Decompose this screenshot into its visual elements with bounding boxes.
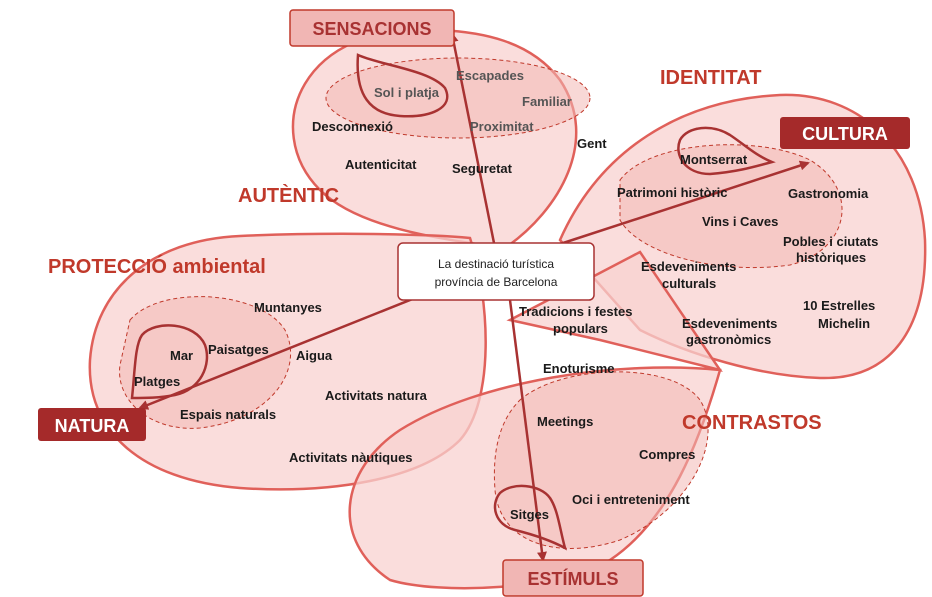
petal-contrastos-wedge xyxy=(506,250,723,373)
label-activitats-natura: Activitats natura xyxy=(325,388,428,403)
label-sitges: Sitges xyxy=(510,507,549,522)
label-oci: Oci i entreteniment xyxy=(572,492,690,507)
axis-tag-natura xyxy=(38,408,146,441)
label-estrelles-1: 10 Estrelles xyxy=(803,298,875,313)
teardrop-sitges xyxy=(493,484,567,551)
arrow-to-estimuls xyxy=(508,299,547,562)
label-paisatges: Paisatges xyxy=(208,342,269,357)
axis-label-natura: NATURA xyxy=(55,416,130,436)
dashed-cluster-estimuls xyxy=(493,371,709,549)
label-esdev-cultural-2: culturals xyxy=(662,276,716,291)
axis-tag-sensacions xyxy=(289,9,455,47)
axis-label-sensacions: SENSACIONS xyxy=(312,19,431,39)
category-autentic: AUTÈNTIC xyxy=(238,184,339,207)
label-familiar: Familiar xyxy=(522,94,572,109)
label-compres: Compres xyxy=(639,447,695,462)
category-proteccio: PROTECCIÓ ambiental xyxy=(48,254,266,278)
label-desconnexio: Desconnexió xyxy=(312,119,393,134)
label-proximitat: Proximitat xyxy=(470,119,534,134)
label-aigua: Aigua xyxy=(296,348,333,363)
label-tradicions-2: populars xyxy=(553,321,608,336)
label-gent: Gent xyxy=(577,136,607,151)
arrow-to-sensacions xyxy=(448,32,497,249)
label-muntanyes: Muntanyes xyxy=(254,300,322,315)
label-pobles-1: Pobles i ciutats xyxy=(783,234,878,249)
category-contrastos: CONTRASTOS xyxy=(682,412,822,434)
label-esdev-gast-2: gastronòmics xyxy=(686,332,771,347)
label-montserrat: Montserrat xyxy=(680,152,748,167)
label-platges: Platges xyxy=(134,374,180,389)
label-seguretat: Seguretat xyxy=(452,161,513,176)
label-patrimoni: Patrimoni històric xyxy=(617,185,728,200)
axis-label-cultura: CULTURA xyxy=(802,124,888,144)
label-sol-i-platja: Sol i platja xyxy=(374,85,440,100)
axis-label-estimuls: ESTÍMULS xyxy=(527,568,618,589)
label-escapades: Escapades xyxy=(456,68,524,83)
label-autenticitat: Autenticitat xyxy=(345,157,417,172)
teardrop-montserrat xyxy=(677,126,776,176)
dashed-cluster-cultura xyxy=(619,144,843,268)
label-tradicions-1: Tradicions i festes xyxy=(519,304,632,319)
category-identitat: IDENTITAT xyxy=(660,67,761,89)
label-enoturisme: Enoturisme xyxy=(543,361,615,376)
axis-tag-estimuls xyxy=(502,559,644,597)
label-esdev-gast-1: Esdeveniments xyxy=(682,316,777,331)
label-activitats-nautiques: Activitats nàutiques xyxy=(289,450,413,465)
label-estrelles-2: Michelin xyxy=(818,316,870,331)
arrow-to-cultura xyxy=(559,160,810,246)
axis-tag-cultura xyxy=(780,117,910,149)
label-mar: Mar xyxy=(170,348,193,363)
label-meetings: Meetings xyxy=(537,414,593,429)
teardrop-sol-i-platja xyxy=(356,53,449,118)
label-vins-i-caves: Vins i Caves xyxy=(702,214,778,229)
center-box xyxy=(397,242,595,301)
label-gastronomia: Gastronomia xyxy=(788,186,869,201)
label-pobles-2: històriques xyxy=(796,250,866,265)
center-line-1: La destinació turística xyxy=(438,257,554,271)
center-line-2: província de Barcelona xyxy=(435,275,558,289)
label-esdev-cultural-1: Esdeveniments xyxy=(641,259,736,274)
label-espais-naturals: Espais naturals xyxy=(180,407,276,422)
